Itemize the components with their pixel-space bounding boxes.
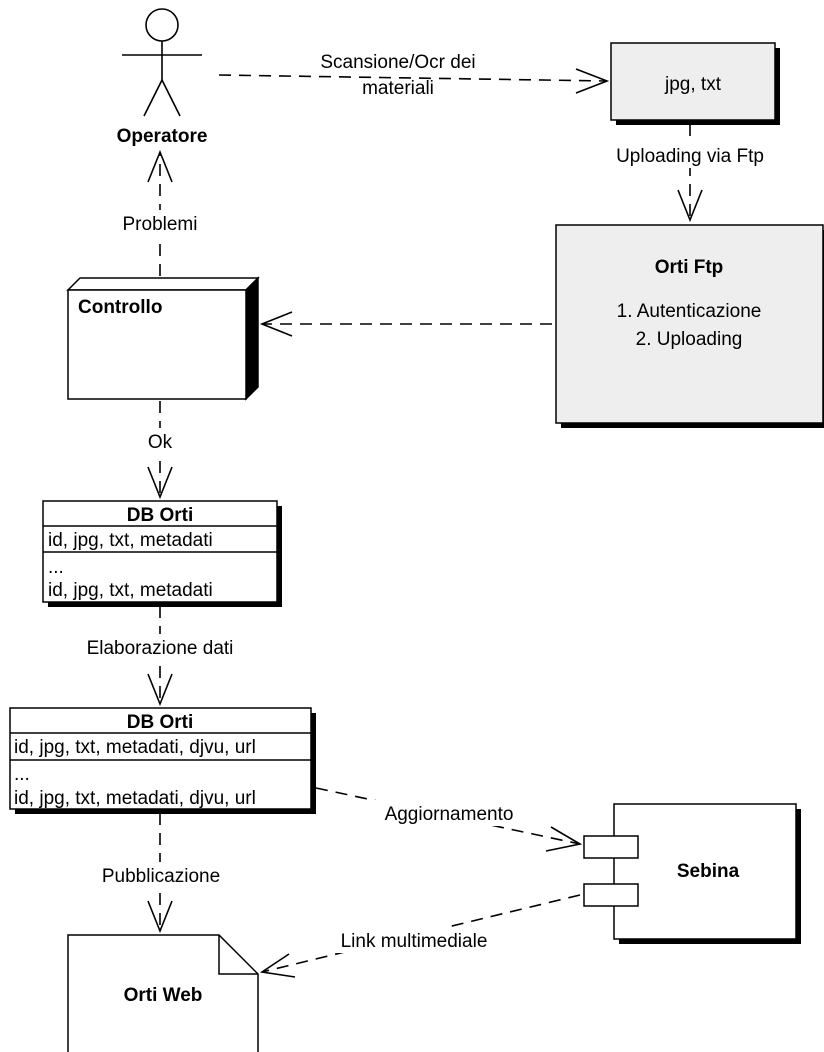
operator-actor: Operatore [117,8,208,147]
ftp-box [555,224,824,424]
db2-box [9,707,312,810]
sebina-port-1 [583,835,639,859]
controllo-side-face [245,276,259,401]
edge-elaborazione: Elaborazione dati [72,606,248,707]
web-document: Orti Web [67,934,259,1052]
ftp-title: Orti Ftp [655,257,724,278]
web-doc-fold [218,935,258,975]
db1-row-3: id, jpg, txt, metadati [48,580,213,601]
db1-title: DB Orti [127,505,194,526]
edge-pubblicazione: Pubblicazione [86,813,236,934]
db2-table: DB Orti id, jpg, txt, metadati, djvu, ur… [9,707,316,814]
db2-row-2: ... [14,764,30,785]
db1-row-2: ... [48,557,64,578]
edge-ftp-controllo [259,311,552,337]
files-label: jpg, txt [664,74,722,95]
actor-leg-left [143,79,163,117]
actor-leg-right [161,79,181,117]
files-node: jpg, txt [610,42,780,125]
controllo-top-face [66,277,260,291]
db2-title: DB Orti [127,712,194,733]
ftp-node: Orti Ftp 1. Autenticazione 2. Uploading [555,224,824,428]
edge-pubblicazione-label: Pubblicazione [102,866,220,887]
db2-row-1: id, jpg, txt, metadati, djvu, url [14,737,256,758]
edge-scansione: Scansione/Ocr dei materiali [218,52,610,99]
edge-scansione-label-1: Scansione/Ocr dei [320,52,475,73]
controllo-label: Controllo [78,297,162,318]
actor-head [145,8,179,42]
controllo-node: Controllo [66,276,260,401]
files-box [610,42,776,121]
edge-link: Link multimediale [259,894,581,978]
db1-table: DB Orti id, jpg, txt, metadati ... id, j… [42,500,282,607]
web-label: Orti Web [124,985,203,1006]
controllo-box [67,289,247,400]
edge-aggiornamento: Aggiornamento [315,787,583,852]
edge-scansione-label-2: materiali [362,78,434,99]
edge-elaborazione-label: Elaborazione dati [87,638,234,659]
sebina-label: Sebina [677,861,740,882]
edge-ok: Ok [138,401,182,500]
ftp-step-1: 1. Autenticazione [617,301,762,322]
ftp-step-2: 2. Uploading [636,329,743,350]
db2-row-3: id, jpg, txt, metadati, djvu, url [14,788,256,809]
sebina-component: Sebina [583,803,801,944]
edge-problemi-label: Problemi [123,214,198,235]
edge-link-label: Link multimediale [341,931,488,952]
edge-upload-label: Uploading via Ftp [616,146,764,167]
db1-row-1: id, jpg, txt, metadati [48,530,213,551]
sebina-port-2 [583,883,639,907]
actor-label: Operatore [117,126,208,147]
edge-problemi: Problemi [110,149,210,276]
edge-upload: Uploading via Ftp [596,124,786,223]
sebina-box [613,803,797,940]
edge-ok-label: Ok [148,432,173,453]
edge-aggiornamento-label: Aggiornamento [385,804,514,825]
